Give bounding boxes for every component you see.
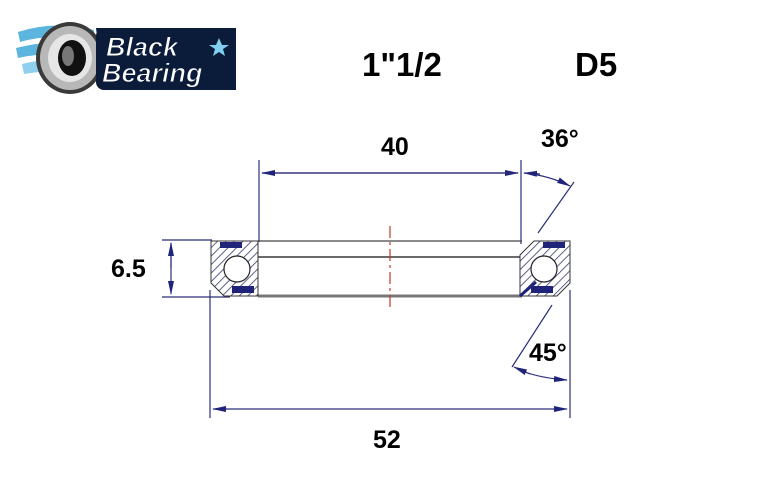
black-bearing-logo: Black Bearing — [16, 22, 236, 94]
bottom-angle-dimension — [511, 304, 568, 383]
height-label: 6.5 — [111, 255, 146, 283]
left-bearing-section — [210, 240, 259, 297]
inner-diameter-dimension — [258, 160, 522, 244]
size-title: 1"1/2 — [362, 46, 442, 83]
outer-diameter-dimension — [209, 290, 571, 418]
model-title: D5 — [575, 46, 618, 83]
star-icon — [209, 38, 229, 56]
outer-diameter-label: 52 — [373, 426, 401, 454]
logo-line1: Black — [106, 32, 180, 62]
bottom-angle-label: 45° — [529, 339, 567, 367]
right-bearing-section — [519, 240, 571, 298]
logo-line2: Bearing — [102, 58, 203, 88]
top-angle-label: 36° — [541, 125, 579, 153]
top-angle-dimension — [523, 170, 575, 234]
inner-diameter-label: 40 — [381, 133, 409, 161]
height-dimension — [162, 239, 230, 298]
bearing-ring-icon — [36, 22, 104, 94]
